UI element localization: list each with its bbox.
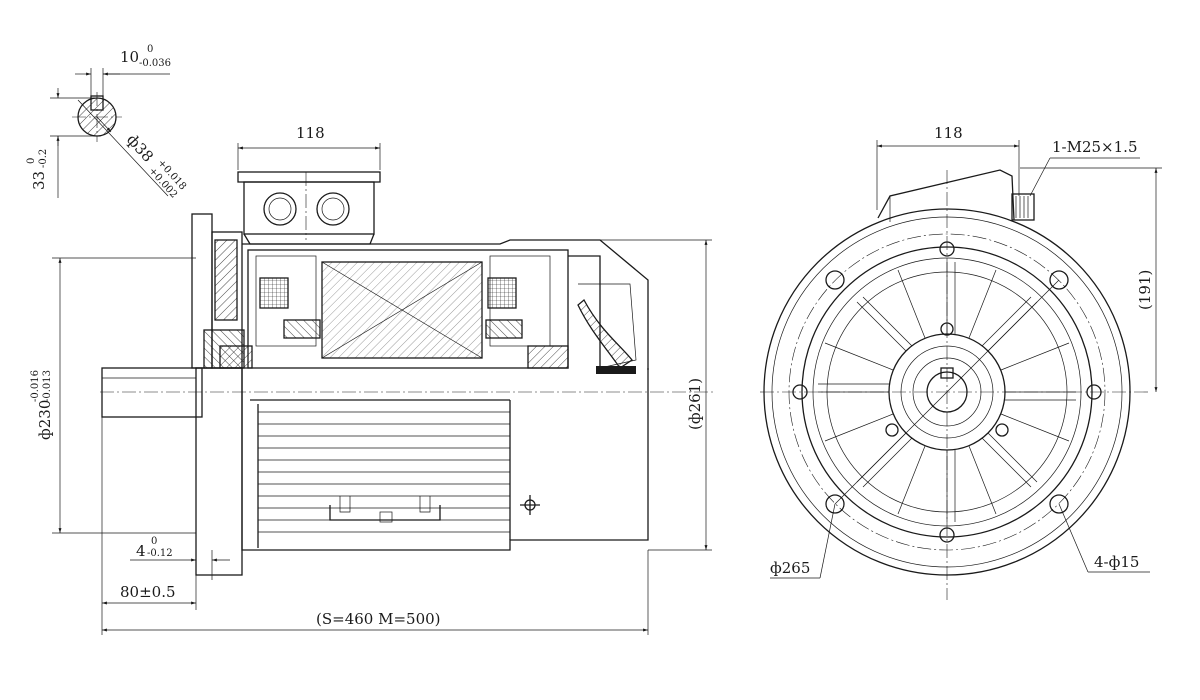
- side-view: [52, 143, 716, 635]
- end-box-width-label: 118: [934, 124, 963, 142]
- side-box-width-label: 118: [296, 124, 325, 142]
- key-height-label: 33: [30, 171, 48, 190]
- spigot-tol-bottom: -0.013: [42, 370, 53, 402]
- end-view: [760, 140, 1162, 600]
- spigot-tol-top: -0.016: [30, 370, 41, 402]
- shaft-length-label: 80±0.5: [120, 583, 176, 601]
- bolt-holes-label: 4-ф15: [1094, 553, 1139, 571]
- spigot-diameter-label: ф230: [36, 400, 54, 440]
- key-width-label: 10: [120, 48, 139, 66]
- flange-tol-top: 0: [151, 536, 157, 547]
- cable-gland-label: 1-M25×1.5: [1052, 138, 1137, 156]
- key-width-tol-top: 0: [147, 44, 153, 55]
- shaft-diameter-label: ф38: [123, 131, 157, 166]
- key-width-tol-bottom: -0.036: [139, 58, 171, 69]
- body-diameter-label: (ф261): [686, 378, 704, 430]
- shaft-section-detail: [50, 68, 170, 198]
- height-to-box-label: (191): [1136, 270, 1154, 310]
- overall-length-label: (S=460 M=500): [316, 610, 441, 628]
- key-height-tol-top: 0: [26, 158, 37, 164]
- pcd-label: ф265: [770, 559, 810, 577]
- flange-tol-bottom: -0.12: [147, 548, 173, 559]
- key-height-tol-bottom: -0.2: [38, 149, 49, 168]
- flange-thickness-label: 4: [136, 542, 146, 560]
